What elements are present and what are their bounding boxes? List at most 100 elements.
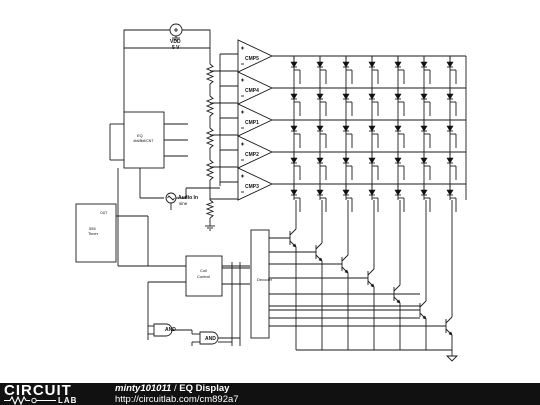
led-diode-icon [368, 93, 376, 100]
led-diode-icon [316, 61, 324, 68]
and-gate-label: AND [205, 336, 216, 342]
led-diode-icon [316, 93, 324, 100]
transistor-column [269, 200, 459, 362]
decoder-box [250, 229, 270, 339]
counter-sub: 4bit/8bit/CNT [133, 139, 154, 143]
comparator-symbol [237, 135, 274, 169]
led-diode-icon [446, 93, 454, 100]
timer-555-box [75, 203, 117, 263]
led-diode-icon [290, 157, 298, 164]
and-gate-symbol [199, 331, 219, 345]
timer-pin: OUT [100, 211, 108, 215]
led-diode-icon [420, 189, 428, 196]
led-diode-icon [394, 157, 402, 164]
led-diode-icon [446, 61, 454, 68]
transistor-collector [445, 316, 453, 324]
resistor-icon [205, 199, 215, 219]
transistor-arrow-icon [318, 257, 323, 262]
circuitlab-logo-lab: LAB [58, 396, 78, 405]
sine-wave-icon [167, 195, 175, 201]
led-diode-icon [394, 189, 402, 196]
audio-sub: sine [179, 201, 188, 206]
led-diode-icon [446, 125, 454, 132]
comparator-label: CMP2 [245, 152, 259, 158]
led-diode-icon [342, 189, 350, 196]
counter-ic [123, 111, 165, 169]
led-diode-icon [342, 93, 350, 100]
ground-icon [445, 355, 459, 362]
led-diode-icon [342, 61, 350, 68]
comparator-symbol [237, 39, 274, 73]
led-diode-icon [342, 157, 350, 164]
project-name: EQ Display [179, 383, 230, 394]
resistor-icon [205, 63, 215, 85]
transistor-arrow-icon [292, 243, 297, 248]
resistor-icon [205, 95, 215, 117]
led-diode-icon [316, 189, 324, 196]
led-diode-icon [420, 61, 428, 68]
led-diode-icon [420, 93, 428, 100]
led-diode-icon [446, 189, 454, 196]
led-diode-icon [316, 125, 324, 132]
led-diode-icon [420, 157, 428, 164]
transistor-collector [315, 242, 323, 250]
transistor-collector [341, 254, 349, 262]
transistor-arrow-icon [448, 331, 453, 336]
transistor-collector [419, 300, 427, 308]
project-url[interactable]: http://circuitlab.com/cm892a7 [115, 394, 239, 405]
vdd-label: VDD [170, 39, 181, 45]
title-separator: / [171, 383, 180, 394]
wire [182, 29, 211, 48]
led-diode-icon [316, 157, 324, 164]
timer-label: 555 [89, 226, 96, 231]
timer-sub: Timer [88, 231, 99, 236]
comparator-symbol [237, 167, 274, 201]
comparator-symbol [237, 103, 274, 137]
circuitlab-logo: CIRCUIT [4, 382, 72, 399]
led-diode-icon [368, 189, 376, 196]
led-diode-icon [290, 93, 298, 100]
wire [123, 29, 210, 49]
comparator-symbol [237, 71, 274, 105]
comparator-label: CMP3 [245, 184, 259, 190]
circuitlab-logo-subline: LAB [4, 396, 90, 405]
led-diode-icon [394, 93, 402, 100]
decoder-label: Decoder [257, 277, 273, 282]
led-diode-icon [394, 125, 402, 132]
transistor-arrow-icon [422, 315, 427, 320]
counter-label: EQ [137, 133, 143, 138]
resistor-icon [205, 127, 215, 149]
led-diode-icon [368, 125, 376, 132]
vdd-value: 5 V [172, 45, 180, 51]
led-diode-icon [290, 189, 298, 196]
comparator-label: CMP5 [245, 56, 259, 62]
comparator-label: CMP4 [245, 88, 259, 94]
led-diode-icon [420, 125, 428, 132]
latch-label: Coil [200, 268, 207, 273]
schematic-diagram: VDD 5 V CMP5 CMP4 CMP1 CMP2 CMP3 Audio I… [75, 23, 467, 362]
led-diode-icon [394, 61, 402, 68]
coil-control-box [185, 255, 223, 297]
led-diode-icon [446, 157, 454, 164]
transistor-arrow-icon [344, 269, 349, 274]
led-diode-icon [290, 125, 298, 132]
led-diode-icon [368, 157, 376, 164]
comparator-label: CMP1 [245, 120, 259, 126]
resistor-icon [205, 159, 215, 181]
transistor-arrow-icon [396, 299, 401, 304]
led-diode-icon [342, 125, 350, 132]
and-gate-symbol [153, 323, 173, 337]
and-gate-label: AND [165, 327, 176, 333]
project-title-line: minty101011 / EQ Display [115, 383, 229, 394]
transistor-collector [393, 284, 401, 292]
author-link[interactable]: minty101011 [115, 383, 172, 394]
transistor-collector [289, 228, 297, 236]
transistor-collector [367, 268, 375, 276]
latch-sub: Control [197, 274, 210, 279]
led-matrix [286, 55, 467, 212]
audio-label: Audio In [178, 195, 198, 201]
transistor-arrow-icon [370, 283, 375, 288]
resistor-logo-icon [4, 396, 56, 405]
led-diode-icon [368, 61, 376, 68]
